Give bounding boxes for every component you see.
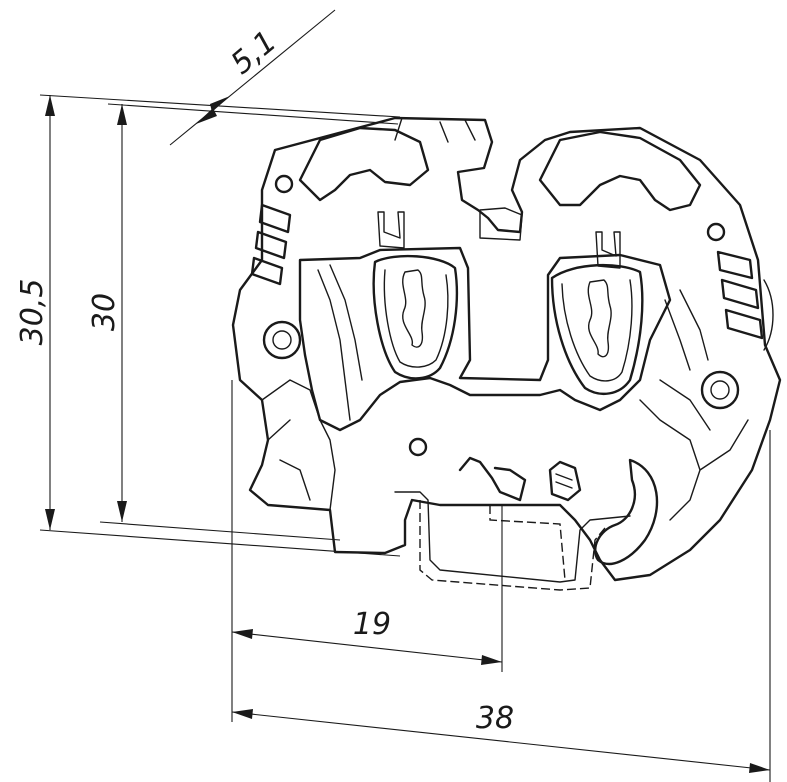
release-lever-right <box>548 460 582 502</box>
dim-overall-width: 38 <box>231 430 771 782</box>
terminal-block <box>231 116 782 582</box>
din-rail-hidden <box>419 500 606 591</box>
din-rail <box>394 491 631 591</box>
left-clamp-housing <box>298 126 430 202</box>
mount-hole-left <box>262 320 302 360</box>
dim-half-width: 19 <box>231 380 503 722</box>
left-channel <box>317 264 363 421</box>
housing-outline <box>231 116 782 582</box>
inner-cavity <box>298 246 672 432</box>
din-rail-latch <box>593 458 659 566</box>
dim-half-width-label: 19 <box>353 607 391 642</box>
left-lower-web <box>261 379 336 511</box>
mount-hole-right-inner <box>710 380 730 400</box>
mount-hole-left-inner <box>272 330 292 350</box>
din-rail-solid <box>394 491 631 583</box>
release-lever-left <box>458 456 527 502</box>
dim-inner-height-label: 30 <box>87 293 122 331</box>
mount-hole-right <box>700 370 740 410</box>
center-pin-hole <box>408 437 428 457</box>
dim-overall-height-label: 30,5 <box>15 279 50 346</box>
right-spring-clamp <box>550 231 644 396</box>
right-clamp-housing <box>538 130 702 212</box>
dim-overall-width-label: 38 <box>476 701 514 736</box>
dim-inner-height: 30 <box>87 103 399 541</box>
right-lower-web <box>639 379 749 521</box>
left-ribs <box>250 203 292 286</box>
dim-top-offset-label: 5,1 <box>224 24 283 81</box>
test-hole-right <box>706 222 726 242</box>
right-ribs <box>716 250 774 351</box>
center-tab <box>479 207 523 241</box>
center-top-ridge <box>394 117 476 143</box>
dim-top-offset: 5,1 <box>169 9 336 146</box>
test-hole-left <box>274 174 294 194</box>
right-channel <box>664 289 709 371</box>
dim-overall-height: 30,5 <box>15 94 401 557</box>
left-spring-clamp <box>372 211 459 380</box>
